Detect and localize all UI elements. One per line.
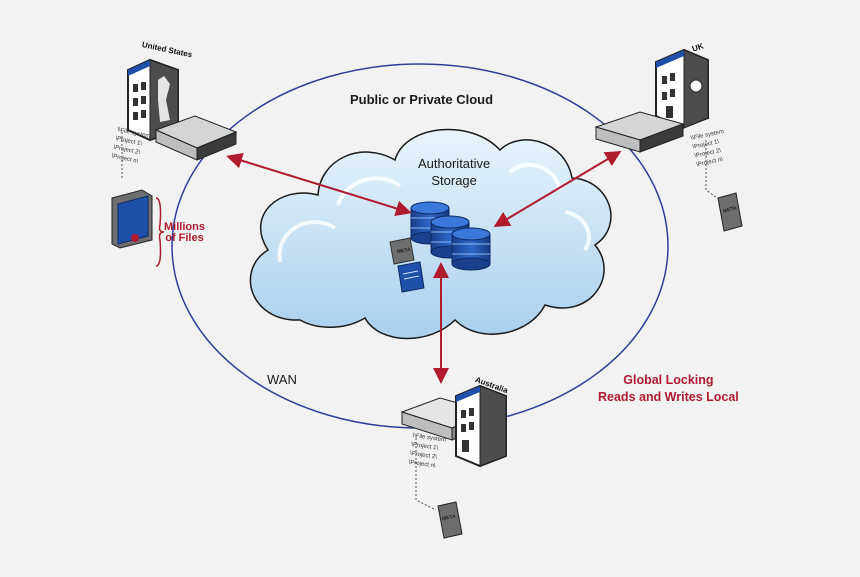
building-icon [655, 48, 709, 130]
millions-line2: of Files [165, 232, 204, 244]
global-locking-label: Global Locking Reads and Writes Local [598, 372, 739, 406]
meta-document-icon [717, 192, 743, 232]
server-icon [594, 111, 685, 153]
file-tree-uk: \\File system \Project 1\ \Project 2\ \P… [690, 128, 730, 170]
file-tree-au: \\File system \Project 1\ \Project 2\ \P… [408, 432, 446, 472]
global-locking-line2: Reads and Writes Local [598, 390, 739, 404]
millions-files-label: Millions of Files [164, 222, 205, 244]
meta-document-icon [389, 237, 425, 293]
arrow-us-storage [226, 152, 412, 217]
server-icon [154, 115, 238, 161]
storage-label-line1: Authoritative [418, 156, 491, 171]
file-bundle-icon [111, 189, 165, 267]
database-cylinders [410, 201, 491, 271]
global-locking-line1: Global Locking [623, 373, 714, 387]
millions-line1: Millions [164, 221, 205, 233]
file-tree-lines [121, 132, 721, 511]
arrow-uk-storage [493, 150, 622, 228]
sync-arrows [226, 150, 622, 384]
cloud-title: Public or Private Cloud [350, 92, 494, 107]
storage-label-line2: Storage [431, 173, 477, 188]
database-icon [451, 227, 491, 271]
wan-label: WAN [267, 372, 297, 387]
building-icon [455, 384, 507, 468]
storage-label: Authoritative Storage [418, 155, 490, 189]
meta-document-icon [437, 501, 463, 539]
